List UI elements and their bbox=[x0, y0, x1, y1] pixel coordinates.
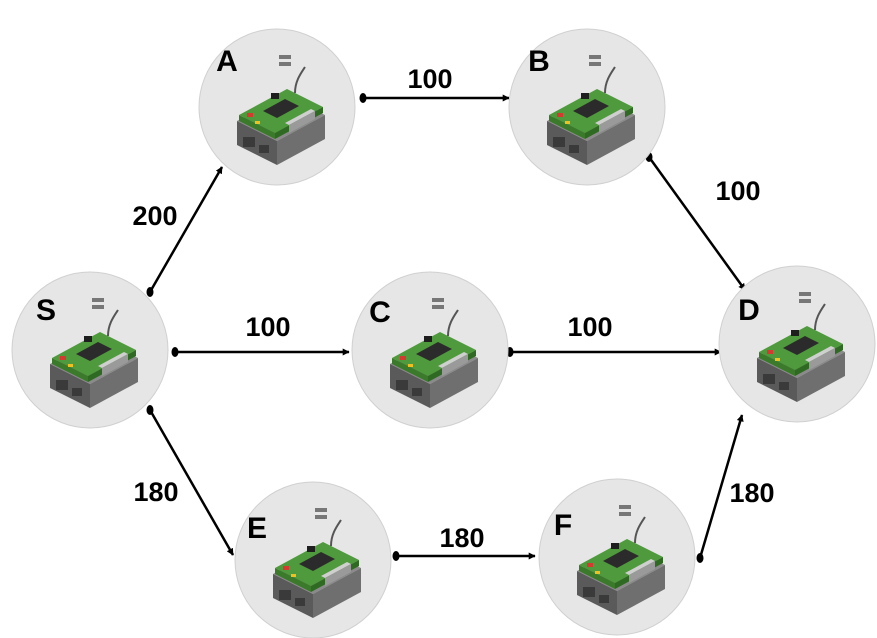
edge-start-port bbox=[146, 287, 154, 297]
node-label: B bbox=[528, 45, 550, 78]
node-label: F bbox=[554, 509, 572, 542]
edge-a-b: 100 bbox=[359, 64, 510, 103]
edge-s-e: 180 bbox=[133, 405, 235, 556]
edge-weight-label: 200 bbox=[132, 201, 177, 231]
edge-weight-label: 100 bbox=[245, 312, 290, 342]
node-label: E bbox=[247, 512, 267, 545]
edge-s-a: 200 bbox=[132, 166, 224, 297]
edge-c-d: 100 bbox=[506, 312, 722, 357]
edge-weight-label: 100 bbox=[715, 176, 760, 206]
edge-start-port bbox=[359, 93, 367, 103]
edge-b-d: 100 bbox=[645, 152, 761, 291]
node-a[interactable]: A bbox=[198, 28, 356, 186]
node-e[interactable]: E bbox=[234, 481, 392, 638]
edge-weight-label: 100 bbox=[407, 64, 452, 94]
node-c[interactable]: C bbox=[351, 271, 509, 429]
edge-arrow bbox=[698, 414, 744, 559]
node-b[interactable]: B bbox=[508, 28, 666, 186]
edge-e-f: 180 bbox=[392, 523, 536, 561]
node-label: S bbox=[36, 294, 56, 327]
node-label: C bbox=[369, 296, 391, 329]
node-label: D bbox=[738, 294, 760, 327]
edge-start-port bbox=[171, 347, 179, 357]
edge-start-port bbox=[392, 551, 400, 561]
edge-weight-label: 180 bbox=[133, 477, 178, 507]
edge-s-c: 100 bbox=[171, 312, 350, 357]
edge-arrow bbox=[148, 166, 224, 293]
edge-arrow bbox=[148, 409, 235, 556]
edge-arrow bbox=[647, 156, 747, 291]
edge-weight-label: 100 bbox=[567, 312, 612, 342]
edge-weight-label: 180 bbox=[729, 478, 774, 508]
node-d[interactable]: D bbox=[718, 265, 876, 423]
edge-start-port bbox=[146, 405, 154, 415]
edge-weight-label: 180 bbox=[439, 523, 484, 553]
node-f[interactable]: F bbox=[538, 478, 696, 636]
node-label: A bbox=[216, 45, 238, 78]
edge-start-port bbox=[696, 553, 704, 563]
node-s[interactable]: S bbox=[11, 271, 169, 429]
edge-f-d: 180 bbox=[696, 414, 775, 563]
